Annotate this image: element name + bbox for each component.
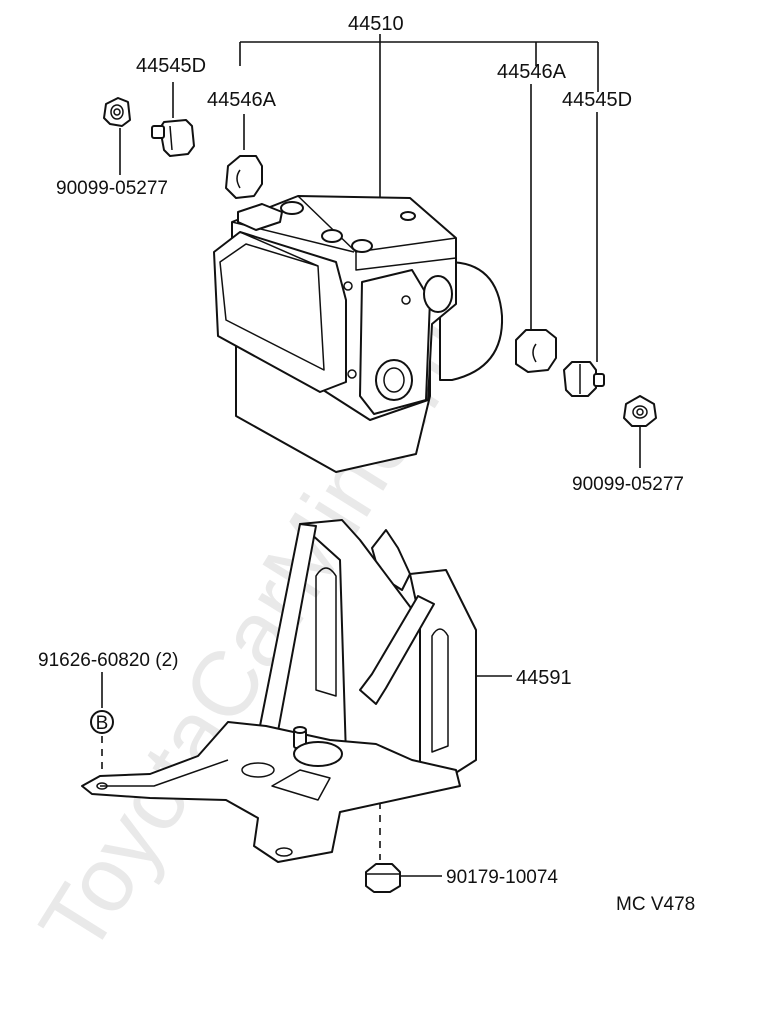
label-clip-91626: 91626-60820 (2) — [38, 650, 179, 671]
clip-marker-letter: B — [96, 713, 109, 734]
flange-nut-right — [623, 395, 657, 427]
label-cushion-left-44546a: 44546A — [207, 89, 277, 111]
abs-actuator-assembly — [213, 195, 504, 473]
label-bracket-44591: 44591 — [516, 667, 572, 689]
label-nut-right-90099: 90099-05277 — [572, 474, 684, 495]
label-bolt-left-44545d: 44545D — [136, 55, 206, 77]
bottom-nut — [365, 863, 401, 893]
label-assembly-44510: 44510 — [348, 13, 404, 35]
mounting-bracket — [81, 519, 477, 863]
bolt-right — [563, 361, 605, 397]
cushion-right — [515, 329, 557, 373]
label-bottom-nut-90179: 90179-10074 — [446, 867, 558, 888]
label-nut-left-90099: 90099-05277 — [56, 178, 168, 199]
flange-nut-left — [103, 97, 131, 127]
label-drawing-code: MC V478 — [616, 894, 695, 915]
label-bolt-right-44545d: 44545D — [562, 89, 632, 111]
bolt-left — [151, 119, 195, 157]
clip-marker: B — [90, 710, 114, 734]
leader-lines — [101, 34, 641, 877]
label-cushion-right-44546a: 44546A — [497, 61, 567, 83]
cushion-left — [225, 155, 263, 199]
